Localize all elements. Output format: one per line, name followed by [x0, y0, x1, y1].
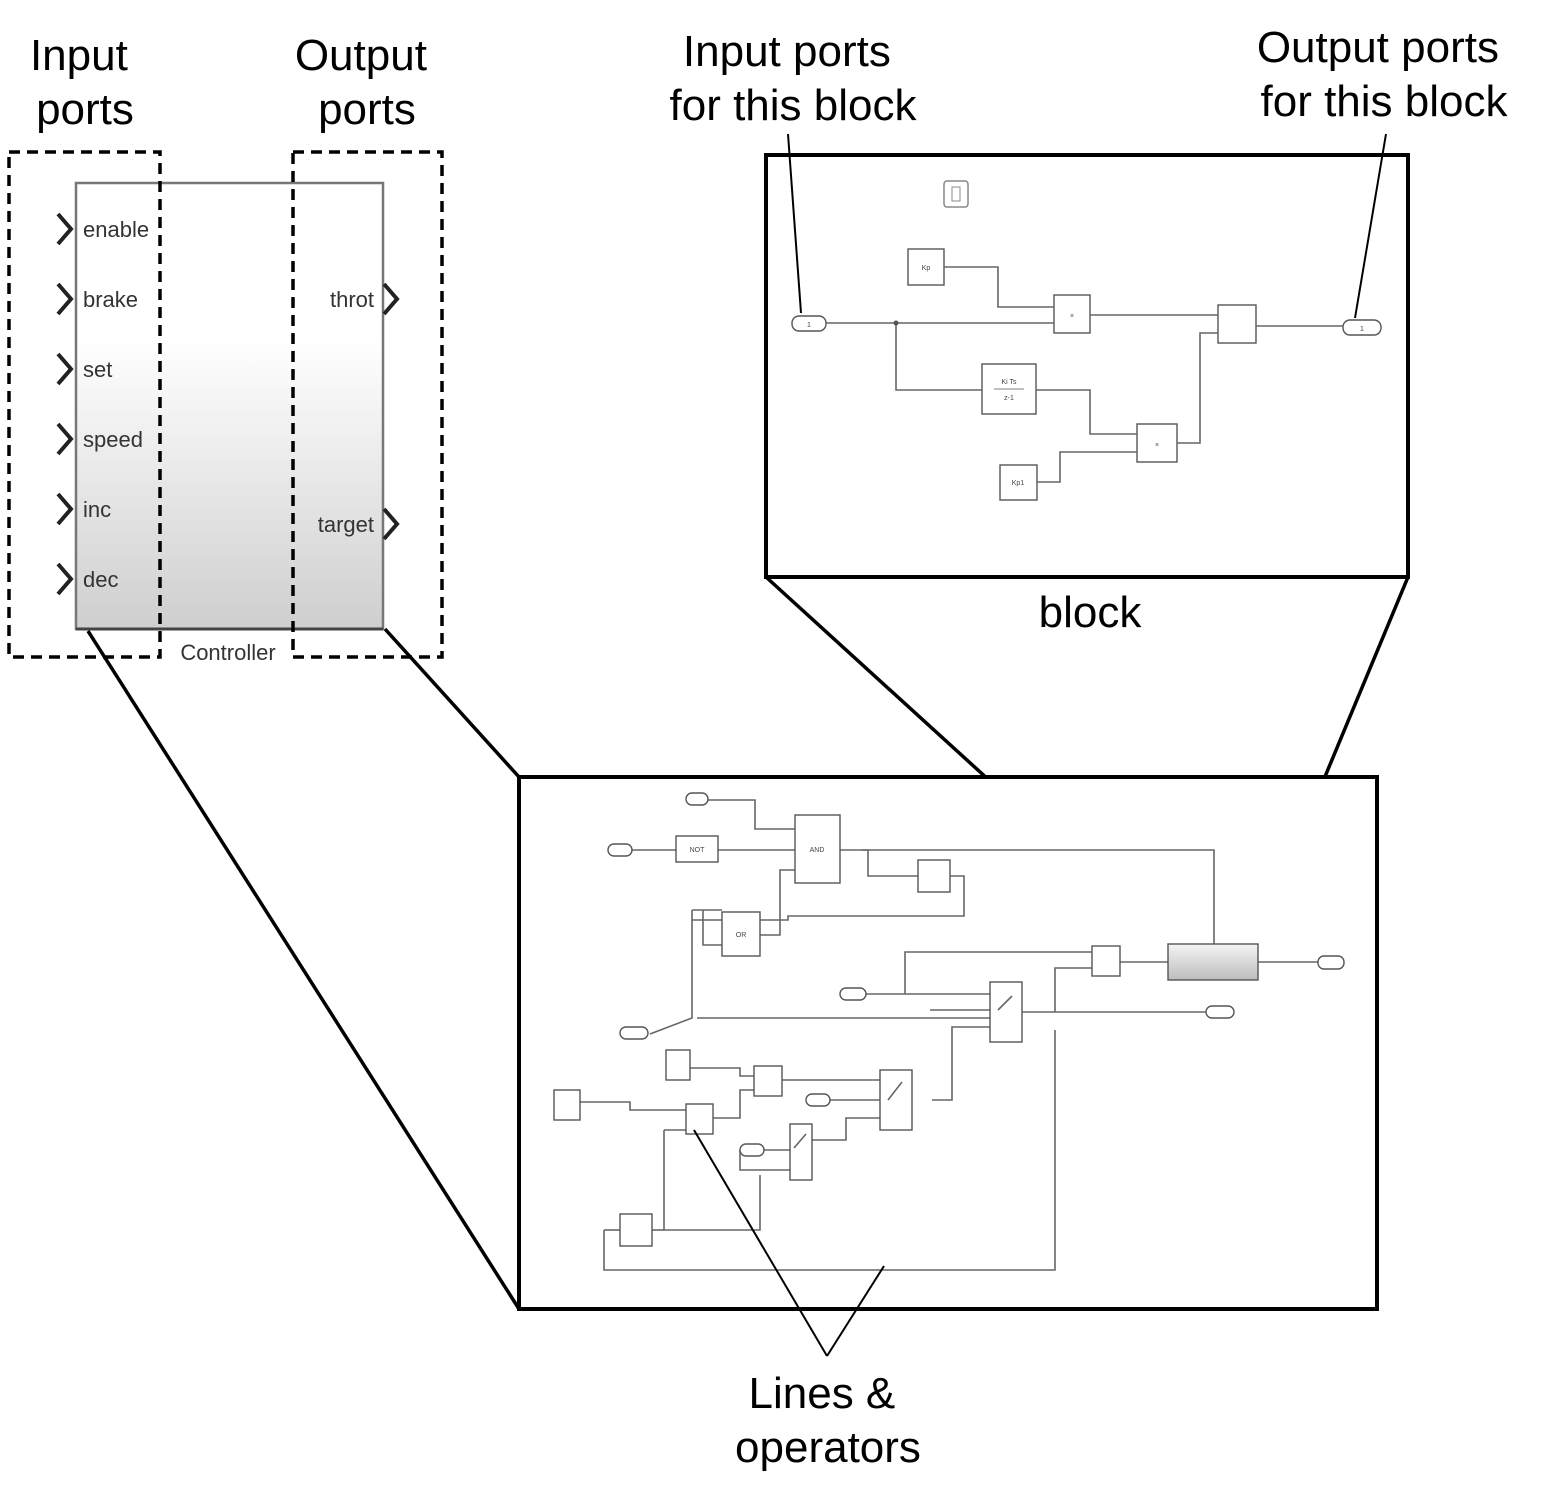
input-port-label-enable: enable — [83, 217, 149, 242]
pid-icon — [943, 180, 969, 208]
input-port-dec-icon — [56, 562, 74, 596]
output-port-target-icon — [382, 507, 400, 541]
svg-text:Kp: Kp — [922, 265, 931, 272]
memory-block-2 — [619, 1213, 653, 1247]
add-block-3 — [685, 1103, 714, 1135]
input-port-brake-icon — [56, 282, 74, 316]
input-ports-block-label: Input ports for this block — [670, 27, 918, 130]
svg-text:×: × — [1155, 442, 1159, 449]
input-port-label-dec: dec — [83, 567, 118, 592]
output-port-label-target: target — [318, 512, 374, 537]
svg-text:AND: AND — [810, 847, 825, 854]
lines-operators-label: Lines & operators — [735, 1369, 921, 1472]
output-ports-label: Output ports — [295, 31, 439, 134]
const-block-2 — [553, 1089, 581, 1121]
subsystem-diagram: 1 1 Kp × Ki Ts z-1 × Kp1 — [791, 180, 1382, 501]
switch-block-3 — [789, 1123, 813, 1181]
svg-text:OR: OR — [736, 932, 747, 939]
input-ports-highlight — [7, 150, 162, 659]
svg-text:1: 1 — [1360, 326, 1364, 333]
input-port-label-speed: speed — [83, 427, 143, 452]
controller-block[interactable] — [74, 181, 385, 631]
svg-text:z-1: z-1 — [1004, 395, 1014, 402]
controller-output-ports — [382, 282, 400, 541]
output-port-label-throt: throt — [330, 287, 374, 312]
add-block-2 — [753, 1065, 783, 1097]
controller-input-ports — [56, 212, 74, 596]
add-block — [1091, 945, 1121, 977]
output-ports-block-label: Output ports for this block — [1257, 23, 1511, 126]
input-port-label-inc: inc — [83, 497, 111, 522]
block-panel — [764, 153, 1410, 579]
const-block-1 — [665, 1049, 691, 1081]
input-port-speed-icon — [56, 422, 74, 456]
controller-mini-block — [1167, 943, 1259, 981]
output-port-callout-line — [1354, 133, 1387, 319]
svg-text:×: × — [1070, 313, 1074, 320]
input-port-label-set: set — [83, 357, 112, 382]
output-port-throt-icon — [382, 282, 400, 316]
model-diagram: NOT AND OR — [553, 792, 1345, 1271]
svg-text:Kp1: Kp1 — [1012, 480, 1025, 487]
svg-text:1: 1 — [807, 322, 811, 329]
lines-operators-callout — [693, 1129, 885, 1357]
input-ports-label: Input ports — [30, 31, 140, 134]
memory-block-1 — [917, 859, 951, 893]
subsystem-outport — [1342, 319, 1382, 336]
switch-block-1 — [989, 981, 1023, 1043]
sum-block — [1217, 304, 1257, 344]
and-block — [794, 814, 841, 884]
input-port-enable-icon — [56, 212, 74, 246]
switch-block-2 — [879, 1069, 913, 1131]
product-block-1 — [1053, 294, 1091, 334]
svg-text:NOT: NOT — [690, 847, 706, 854]
svg-text:Ki Ts: Ki Ts — [1001, 379, 1017, 386]
input-port-set-icon — [56, 352, 74, 386]
input-port-inc-icon — [56, 492, 74, 526]
controller-name: Controller — [180, 640, 275, 665]
or-block — [721, 911, 761, 957]
input-port-label-brake: brake — [83, 287, 138, 312]
block-label: block — [1039, 588, 1143, 637]
not-block — [675, 835, 719, 863]
input-port-callout-line — [787, 133, 802, 314]
output-ports-highlight — [291, 150, 444, 659]
